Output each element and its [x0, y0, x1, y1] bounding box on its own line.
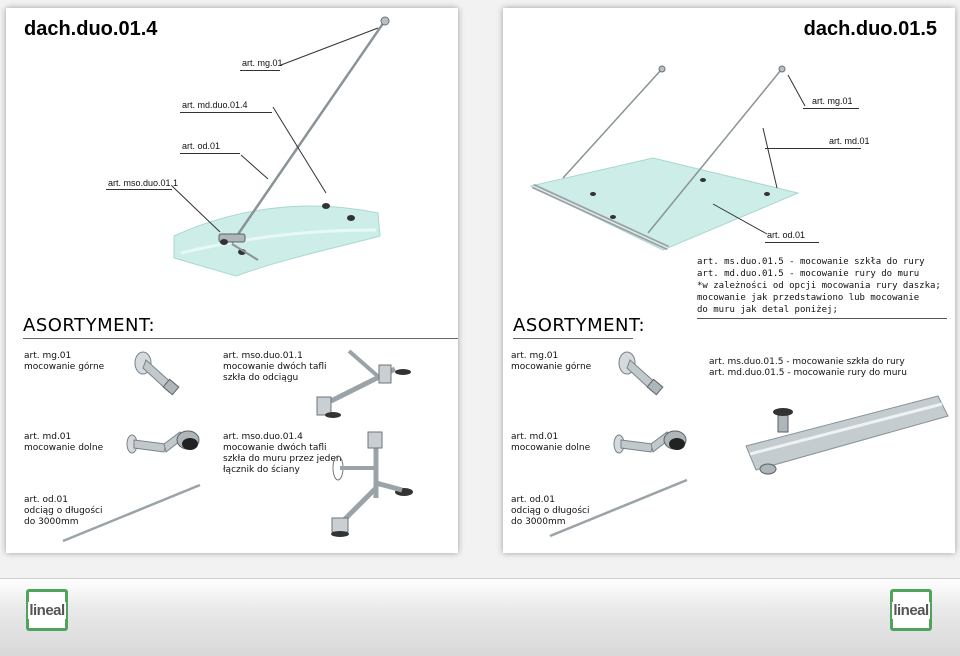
callout-underline — [803, 108, 859, 109]
callout-underline — [240, 70, 280, 71]
page-title: dach.duo.01.5 — [803, 18, 937, 40]
item-mg: art. mg.01 mocowanie górne — [24, 351, 105, 372]
mso-duo-4-fitting-image — [331, 431, 413, 537]
item-od: art. od.01 odciąg o długości do 3000mm — [24, 495, 103, 527]
callout-md-duo: art. md.duo.01.4 — [182, 100, 248, 110]
callout-mg: art. mg.01 — [242, 58, 283, 68]
footer-bar: lineal lineal — [0, 578, 960, 656]
item-ms-duo: art. ms.duo.01.5 - mocowanie szkła do ru… — [709, 357, 907, 378]
page-title: dach.duo.01.4 — [24, 18, 158, 40]
section-rule — [513, 338, 633, 339]
tube-fitting-image — [745, 395, 949, 475]
canopy-illustration — [529, 65, 806, 251]
item-md: art. md.01 mocowanie dolne — [24, 432, 104, 453]
od-rod-image — [62, 483, 201, 543]
lineal-logo-left: lineal — [26, 589, 68, 631]
item-mg: art. mg.01 mocowanie górne — [511, 351, 592, 372]
left-page: dach.duo.01.4 art. mg.01 art. md.duo.01.… — [6, 8, 458, 553]
item-od: art. od.01 odciąg o długości do 3000mm — [511, 495, 590, 527]
mso-duo-1-fitting-image — [316, 349, 411, 418]
section-rule — [23, 338, 458, 339]
section-heading: ASORTYMENT: — [23, 315, 156, 336]
item-md: art. md.01 mocowanie dolne — [511, 432, 591, 453]
callout-underline — [180, 153, 240, 154]
callout-md: art. md.01 — [829, 136, 870, 146]
md-fitting-image — [613, 430, 687, 454]
callout-od: art. od.01 — [182, 141, 221, 151]
callout-od: art. od.01 — [767, 230, 806, 240]
lineal-logo-right: lineal — [890, 589, 932, 631]
right-page: dach.duo.01.5 art. mg.01 art. md.01 art.… — [503, 8, 955, 553]
section-heading: ASORTYMENT: — [513, 315, 646, 336]
callout-underline — [765, 242, 819, 243]
mg-fitting-image — [618, 351, 664, 396]
item-mso-duo-1: art. mso.duo.01.1 mocowanie dwóch tafli … — [223, 351, 327, 383]
callout-underline — [180, 112, 272, 113]
od-rod-image — [549, 478, 688, 538]
note-rule — [697, 318, 947, 319]
canopy-illustration — [171, 16, 390, 277]
callout-underline — [106, 189, 172, 190]
md-fitting-image — [126, 430, 200, 454]
callout-underline — [765, 148, 861, 149]
note-block: art. ms.duo.01.5 - mocowanie szkła do ru… — [697, 257, 941, 315]
item-mso-duo-4: art. mso.duo.01.4 mocowanie dwóch tafli … — [223, 432, 342, 475]
callout-mso-duo: art. mso.duo.01.1 — [108, 178, 179, 188]
callout-mg: art. mg.01 — [812, 96, 853, 106]
mg-fitting-image — [134, 351, 180, 396]
